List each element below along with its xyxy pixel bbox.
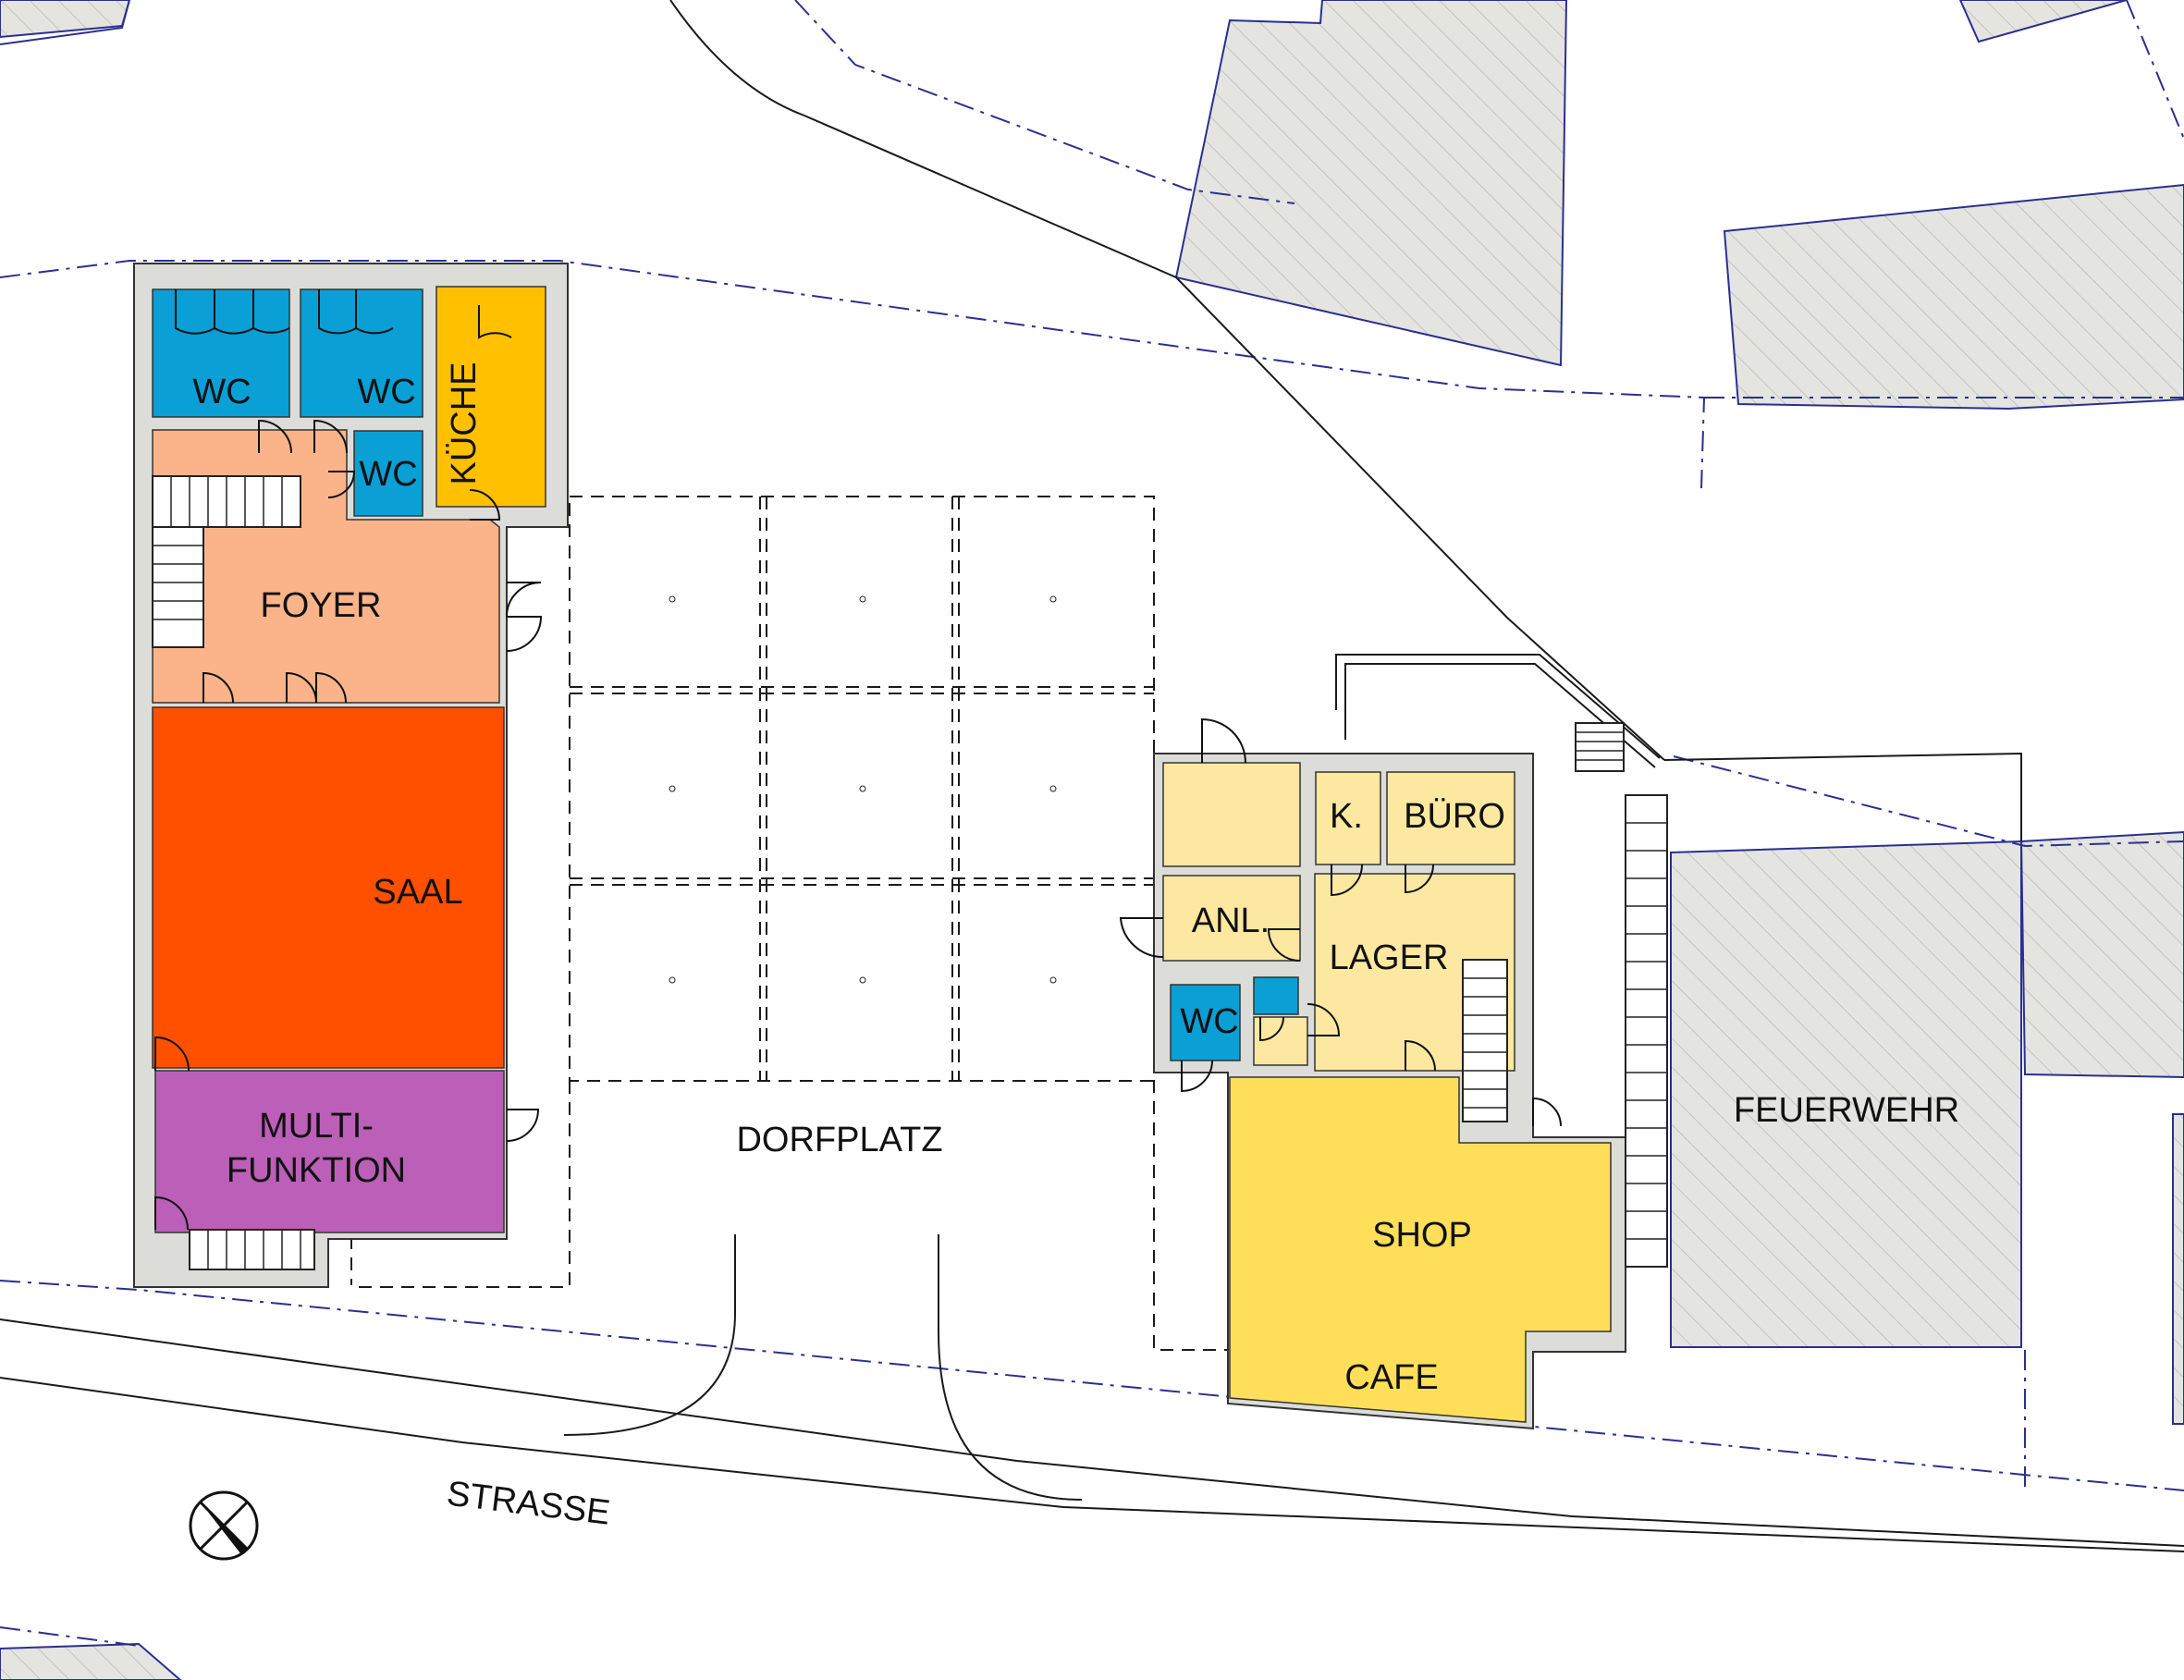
path-curve-right — [938, 1234, 1083, 1501]
room-multifunktion — [154, 1070, 505, 1233]
neighbour-building-top-center — [1174, 0, 1568, 367]
staircase-foyer-side — [152, 526, 204, 648]
label-strasse: STRASSE — [445, 1474, 612, 1532]
slope-line — [669, 0, 1665, 761]
room-wc-2 — [300, 288, 423, 418]
label-kueche: KÜCHE — [445, 362, 484, 484]
site-lines — [0, 0, 2184, 1552]
road-edge-lower — [0, 1377, 2184, 1552]
label-cafe: CAFE — [1344, 1358, 1438, 1397]
neighbour-building-top-left — [0, 0, 131, 39]
neighbour-building-bottom-left — [0, 1642, 182, 1680]
room-shop-cafe — [1229, 1076, 1612, 1423]
room-kueche — [436, 286, 546, 508]
label-anl: ANL. — [1192, 901, 1270, 940]
room-anl — [1162, 875, 1301, 962]
neighbour-building-top-right — [1958, 0, 2128, 43]
outdoor-stairs-north — [1575, 722, 1625, 772]
label-multifunktion-1: MULTI- — [259, 1107, 374, 1146]
door-swings-east — [1119, 717, 1562, 1127]
outdoor-stairs-east — [1625, 794, 1668, 1268]
neighbour-building-far-east — [2172, 1113, 2184, 1425]
feuerwehr-building — [1670, 840, 2022, 1348]
label-dorfplatz: DORFPLATZ — [736, 1121, 942, 1159]
room-wc-4 — [1170, 984, 1241, 1061]
label-feuerwehr: FEUERWEHR — [1734, 1091, 1959, 1130]
neighbour-building-right — [1723, 183, 2184, 411]
compass-north-icon — [189, 1490, 259, 1561]
room-labels: WC WC WC KÜCHE FOYER SAAL MULTI- FUNKTIO… — [192, 362, 1505, 1397]
room-saal — [152, 706, 505, 1069]
east-building — [1119, 717, 1668, 1430]
door-swings-west — [154, 289, 543, 1231]
room-k — [1315, 771, 1381, 865]
label-wc-3: WC — [359, 455, 417, 494]
label-wc-1: WC — [192, 373, 251, 411]
room-buero — [1386, 771, 1515, 865]
label-saal: SAAL — [373, 873, 462, 912]
label-buero: BÜRO — [1404, 797, 1505, 836]
staircase-multifunktion — [189, 1229, 315, 1270]
path-curve-left — [563, 1234, 736, 1436]
staircase-east — [1462, 959, 1508, 1122]
neighbour-building-east — [2019, 830, 2184, 1079]
label-wc-4: WC — [1180, 1002, 1238, 1041]
label-shop: SHOP — [1372, 1216, 1472, 1255]
label-foyer: FOYER — [261, 586, 382, 625]
room-unlabeled — [1162, 762, 1301, 867]
west-building — [133, 263, 569, 1288]
room-vorraum — [1253, 1016, 1308, 1066]
label-wc-2: WC — [357, 373, 415, 411]
label-multifunktion-2: FUNKTION — [227, 1151, 406, 1190]
label-lager: LAGER — [1330, 938, 1449, 977]
road-edge-upper — [0, 1318, 2184, 1547]
label-k: K. — [1330, 797, 1363, 836]
room-wc-5 — [1253, 976, 1299, 1015]
